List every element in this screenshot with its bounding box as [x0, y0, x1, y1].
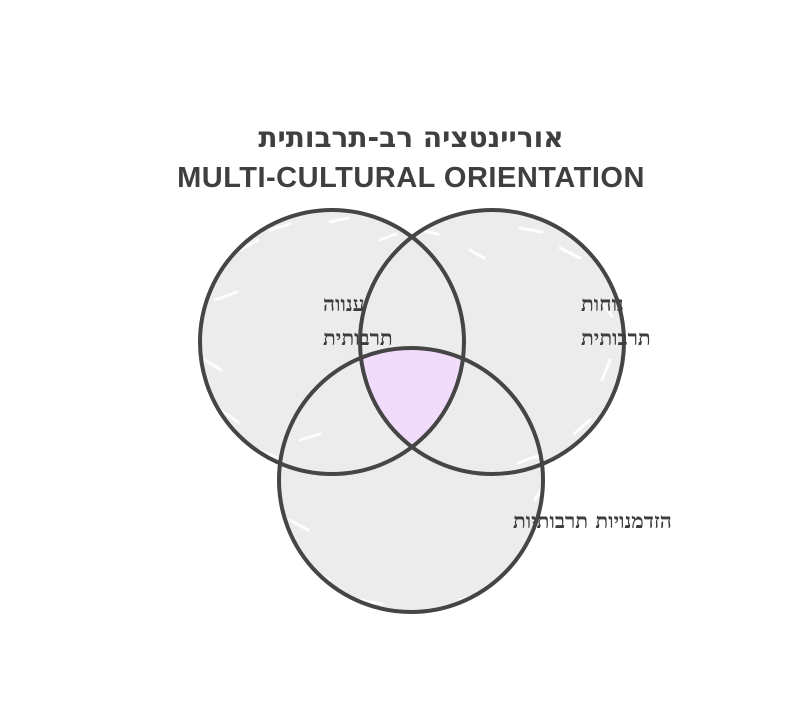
diagram-title: אוריינטציה רב-תרבותית MULTI-CULTURAL ORI…	[0, 118, 797, 198]
label-right-line2: תרבותית	[581, 325, 651, 350]
circle-bottom	[279, 348, 543, 612]
circle-left-outline	[198, 208, 466, 476]
title-hebrew: אוריינטציה רב-תרבותית	[258, 121, 564, 154]
label-right-line1: נוחות	[581, 291, 624, 316]
label-bottom: הזדמנויות תרבותיות	[513, 508, 672, 533]
circle-right-outline	[358, 208, 626, 476]
circle-bottom-outline	[277, 346, 545, 614]
label-left-line1: ענווה	[323, 291, 365, 316]
label-left-line2: תרבותית	[323, 325, 393, 350]
title-english: MULTI-CULTURAL ORIENTATION	[177, 162, 645, 194]
